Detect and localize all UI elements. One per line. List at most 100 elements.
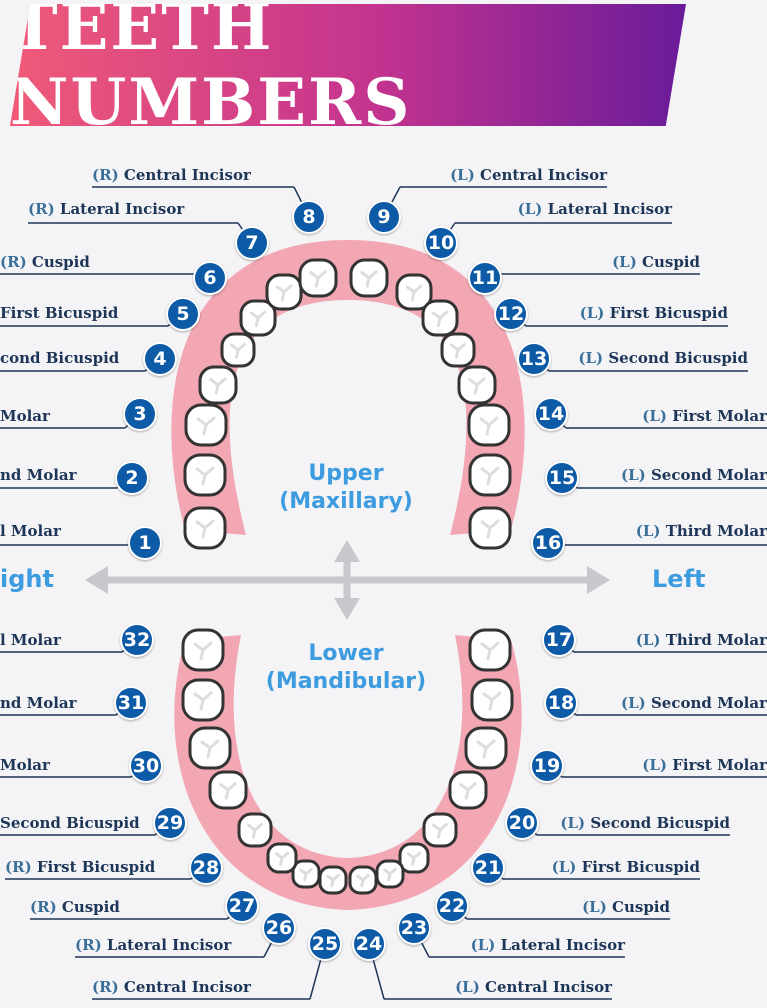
- tooth-number-badge: 7: [235, 226, 269, 260]
- tooth-name: Second Bicuspid: [590, 814, 730, 832]
- tooth-label: (L) Central Incisor: [450, 164, 607, 186]
- left-direction-label: Left: [652, 565, 705, 593]
- tooth-number-badge: 31: [114, 686, 148, 720]
- tooth-number-badge: 2: [115, 461, 149, 495]
- tooth-side: (R): [75, 936, 107, 954]
- tooth-label: (R) Lateral Incisor: [28, 198, 184, 220]
- lower-label-line2: (Mandibular): [246, 668, 446, 696]
- tooth-label: (L) Third Molar: [636, 520, 767, 542]
- lower-arch-label: Lower (Mandibular): [246, 640, 446, 696]
- tooth-label: Molar: [0, 754, 50, 776]
- tooth-number-badge: 8: [292, 200, 326, 234]
- arrow-right-icon: [587, 566, 610, 594]
- tooth-side: (L): [518, 200, 548, 218]
- right-direction-label: ight: [0, 565, 54, 593]
- tooth-name: Cuspid: [642, 253, 700, 271]
- tooth-label: (L) Second Molar: [621, 692, 767, 714]
- tooth-label: (R) Central Incisor: [92, 164, 251, 186]
- upper-label-line2: (Maxillary): [246, 488, 446, 516]
- tooth-name: nd Molar: [0, 466, 77, 484]
- tooth-side: (L): [636, 631, 666, 649]
- tooth-number-badge: 23: [397, 911, 431, 945]
- tooth-number-badge: 26: [262, 911, 296, 945]
- tooth-side: (R): [92, 978, 124, 996]
- tooth-label: cond Bicuspid: [0, 347, 119, 369]
- tooth-side: (R): [28, 200, 60, 218]
- tooth-side: (L): [621, 694, 651, 712]
- tooth-name: Cuspid: [62, 898, 120, 916]
- tooth-number-badge: 5: [166, 297, 200, 331]
- tooth-label: (R) First Bicuspid: [5, 856, 155, 878]
- tooth-number-badge: 24: [352, 927, 386, 961]
- tooth-name: First Bicuspid: [37, 858, 155, 876]
- tooth-label: (R) Cuspid: [0, 251, 90, 273]
- tooth-name: Cuspid: [612, 898, 670, 916]
- tooth-label: (R) Lateral Incisor: [75, 934, 231, 956]
- tooth-number-badge: 17: [542, 623, 576, 657]
- tooth-side: (L): [642, 407, 672, 425]
- tooth-name: nd Molar: [0, 694, 77, 712]
- tooth-label: (L) Second Bicuspid: [578, 347, 748, 369]
- tooth-side: (L): [455, 978, 485, 996]
- tooth-label: (L) Second Molar: [621, 464, 767, 486]
- tooth-label: l Molar: [0, 520, 61, 542]
- tooth-label: (L) Lateral Incisor: [518, 198, 672, 220]
- tooth-label: (L) First Bicuspid: [552, 856, 700, 878]
- tooth-side: (L): [582, 898, 612, 916]
- tooth-label: (L) Central Incisor: [455, 976, 612, 998]
- tooth-number-badge: 1: [128, 526, 162, 560]
- tooth-number-badge: 10: [424, 226, 458, 260]
- tooth-number-badge: 12: [494, 297, 528, 331]
- tooth-side: (L): [578, 349, 608, 367]
- tooth-name: Central Incisor: [124, 978, 251, 996]
- tooth-name: Lateral Incisor: [107, 936, 231, 954]
- tooth-label: (L) First Bicuspid: [580, 302, 728, 324]
- tooth-side: (L): [642, 756, 672, 774]
- tooth-number-badge: 32: [120, 623, 154, 657]
- tooth-label: Second Bicuspid: [0, 812, 140, 834]
- tooth-name: Third Molar: [666, 522, 767, 540]
- tooth-name: Second Bicuspid: [0, 814, 140, 832]
- tooth-side: (R): [5, 858, 37, 876]
- tooth-number-badge: 9: [367, 200, 401, 234]
- tooth-side: (L): [560, 814, 590, 832]
- tooth-name: Molar: [0, 407, 50, 425]
- tooth-number-badge: 16: [531, 526, 565, 560]
- arrow-down-icon: [334, 598, 360, 620]
- tooth-side: (L): [621, 466, 651, 484]
- tooth-name: Second Molar: [651, 694, 767, 712]
- tooth-number-badge: 30: [129, 749, 163, 783]
- tooth-label: (L) Cuspid: [612, 251, 700, 273]
- tooth-label: (L) Cuspid: [582, 896, 670, 918]
- tooth-side: (R): [30, 898, 62, 916]
- tooth-number-badge: 21: [471, 851, 505, 885]
- tooth-side: (R): [92, 166, 124, 184]
- tooth-number-badge: 29: [153, 806, 187, 840]
- tooth-number-badge: 18: [544, 686, 578, 720]
- tooth-label: (L) Lateral Incisor: [471, 934, 625, 956]
- tooth-name: Central Incisor: [485, 978, 612, 996]
- lower-label-line1: Lower: [246, 640, 446, 668]
- tooth-number-badge: 22: [435, 889, 469, 923]
- tooth-side: (R): [0, 253, 32, 271]
- upper-arch-label: Upper (Maxillary): [246, 460, 446, 516]
- tooth-number-badge: 15: [545, 461, 579, 495]
- tooth-name: Lateral Incisor: [60, 200, 184, 218]
- tooth-number-badge: 14: [534, 397, 568, 431]
- tooth-name: l Molar: [0, 522, 61, 540]
- tooth-label: (L) Second Bicuspid: [560, 812, 730, 834]
- tooth-label: Molar: [0, 405, 50, 427]
- tooth-label: nd Molar: [0, 464, 77, 486]
- tooth-number-badge: 19: [530, 749, 564, 783]
- tooth-name: First Bicuspid: [582, 858, 700, 876]
- tooth-name: Central Incisor: [124, 166, 251, 184]
- tooth-number-badge: 3: [123, 397, 157, 431]
- tooth-label: (L) First Molar: [642, 754, 767, 776]
- tooth-label: First Bicuspid: [0, 302, 118, 324]
- tooth-side: (L): [580, 304, 610, 322]
- tooth-label: (L) Third Molar: [636, 629, 767, 651]
- tooth-label: (R) Central Incisor: [92, 976, 251, 998]
- tooth-number-badge: 27: [225, 889, 259, 923]
- tooth-number-badge: 25: [308, 927, 342, 961]
- tooth-name: Lateral Incisor: [548, 200, 672, 218]
